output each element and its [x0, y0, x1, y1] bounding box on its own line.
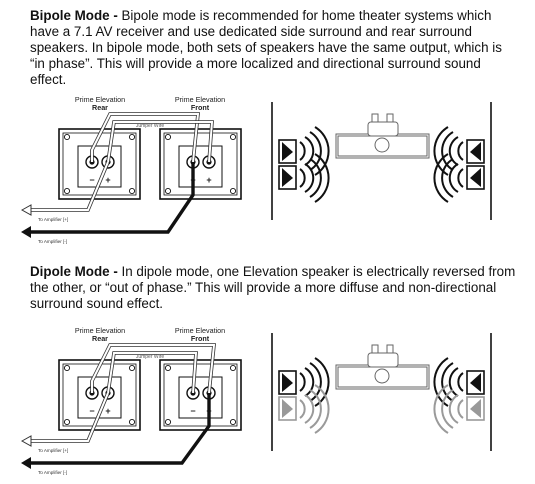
dipole-paragraph: Dipole Mode - In dipole mode, one Elevat…	[30, 264, 520, 312]
room-illustration	[271, 333, 492, 451]
rear-label: Prime Elevation	[75, 326, 125, 335]
jumper-label: Jumper Wire	[136, 354, 165, 360]
bipole-heading: Bipole Mode -	[30, 8, 118, 23]
couch-icon	[335, 344, 430, 390]
svg-text:−: −	[89, 175, 94, 185]
svg-text:+: +	[105, 406, 110, 416]
rear-sublabel: Rear	[92, 103, 108, 112]
dipole-diagram: Prime Elevation Rear Prime Elevation Fro…	[20, 326, 492, 475]
front-sublabel: Front	[191, 334, 210, 343]
amp-positive-label: To Amplifier [+]	[38, 217, 68, 222]
jumper-wires	[90, 112, 214, 163]
room-illustration	[271, 102, 492, 220]
bipole-diagram: Prime Elevation Rear Prime Elevation Fro…	[20, 95, 492, 244]
front-label: Prime Elevation	[175, 95, 225, 104]
left-speaker-icon	[278, 357, 330, 434]
front-sublabel: Front	[191, 103, 210, 112]
amp-negative-label: To Amplifier [-]	[38, 239, 67, 244]
svg-text:+: +	[105, 175, 110, 185]
dipole-heading: Dipole Mode -	[30, 264, 118, 279]
amp-positive-label: To Amplifier [+]	[38, 448, 68, 453]
rear-terminal-plate: − +	[58, 359, 141, 431]
jumper-wires	[90, 343, 216, 394]
bipole-body: Bipole mode is recommended for home thea…	[30, 8, 502, 87]
front-terminal-plate: − +	[159, 359, 242, 431]
bipole-paragraph: Bipole Mode - Bipole mode is recommended…	[30, 8, 520, 88]
amp-positive-wire	[20, 161, 110, 216]
amp-negative-wire	[21, 162, 195, 238]
jumper-label: Jumper Wire	[136, 123, 165, 129]
front-terminal-plate: − +	[159, 128, 242, 200]
right-speaker-icon	[433, 126, 485, 203]
svg-text:−: −	[190, 406, 195, 416]
amp-negative-wire	[21, 393, 211, 469]
front-label: Prime Elevation	[175, 326, 225, 335]
dipole-body: In dipole mode, one Elevation speaker is…	[30, 264, 516, 311]
amp-negative-label: To Amplifier [-]	[38, 470, 67, 475]
amp-positive-wire	[20, 392, 110, 447]
rear-sublabel: Rear	[92, 334, 108, 343]
svg-text:−: −	[89, 406, 94, 416]
rear-terminal-plate: − +	[58, 128, 141, 200]
svg-text:+: +	[206, 175, 211, 185]
left-speaker-icon	[278, 126, 330, 203]
couch-icon	[335, 113, 430, 159]
right-speaker-icon	[433, 357, 485, 434]
rear-label: Prime Elevation	[75, 95, 125, 104]
